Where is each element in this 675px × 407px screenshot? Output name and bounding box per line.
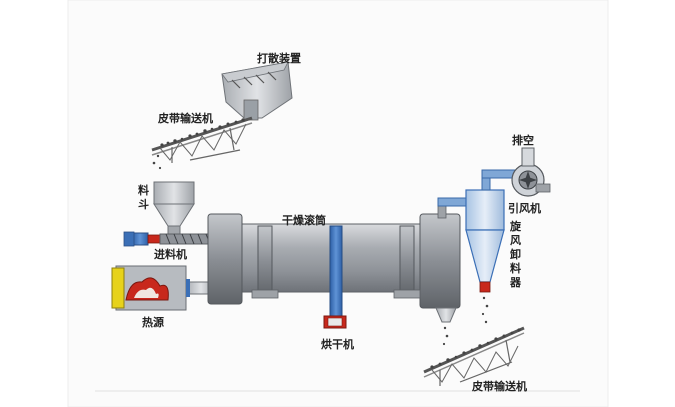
drying-drum <box>207 213 461 346</box>
label-cyclone: 旋风卸料器 <box>510 220 521 289</box>
label-drum: 干燥滚筒 <box>282 214 326 227</box>
scatter-device <box>221 61 293 121</box>
label-hopper: 料斗 <box>138 184 149 211</box>
label-fan: 引风机 <box>508 202 541 215</box>
label-feeder: 进料机 <box>154 248 187 261</box>
cyclone-separator <box>465 175 505 324</box>
label-scatter-device: 打散装置 <box>257 52 301 65</box>
induced-draft-fan <box>481 147 551 197</box>
heat-source <box>111 265 217 311</box>
label-exhaust: 排空 <box>512 134 534 147</box>
feeder <box>123 231 219 247</box>
label-belt-conveyor-bottom: 皮带输送机 <box>472 380 527 393</box>
bottom-belt-conveyor <box>423 326 525 386</box>
label-dryer: 烘干机 <box>321 338 354 351</box>
hopper <box>153 181 195 237</box>
label-belt-conveyor-top: 皮带输送机 <box>158 112 213 125</box>
top-belt-conveyor <box>151 116 253 170</box>
label-heat-source: 热源 <box>142 316 164 329</box>
dryer-drive <box>323 225 347 329</box>
